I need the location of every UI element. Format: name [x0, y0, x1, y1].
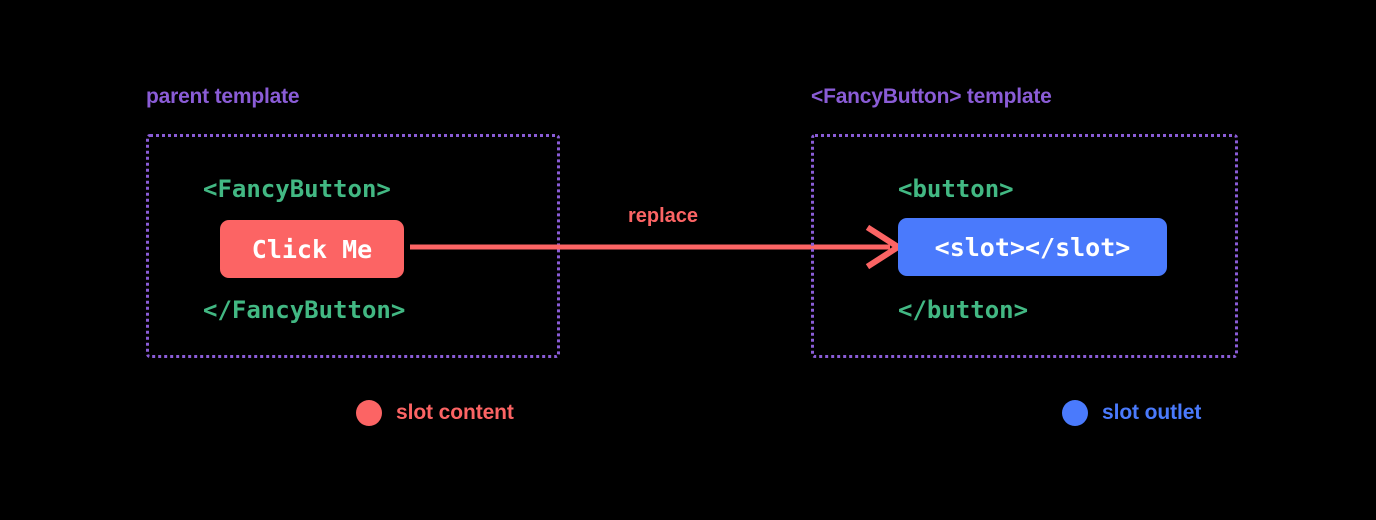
slot-content-chip[interactable]: Click Me [220, 220, 404, 278]
code-open-button-tag: <button> [898, 175, 1014, 203]
legend-label: slot content [396, 401, 514, 424]
fancybutton-template-label: <FancyButton> template [811, 85, 1052, 108]
parent-template-label: parent template [146, 85, 300, 108]
slot-outlet-chip[interactable]: <slot></slot> [898, 218, 1167, 276]
code-open-fancybutton-tag: <FancyButton> [203, 175, 391, 203]
legend-item-slot-content: slot content [356, 400, 514, 426]
replace-arrow-label: replace [628, 205, 699, 227]
code-close-fancybutton-tag: </FancyButton> [203, 296, 406, 324]
code-close-button-tag: </button> [898, 296, 1029, 324]
fancybutton-template-box [811, 134, 1238, 358]
legend-item-slot-outlet: slot outlet [1062, 400, 1201, 426]
legend-dot-icon [356, 400, 382, 426]
legend-label: slot outlet [1102, 401, 1202, 424]
legend-dot-icon [1062, 400, 1088, 426]
